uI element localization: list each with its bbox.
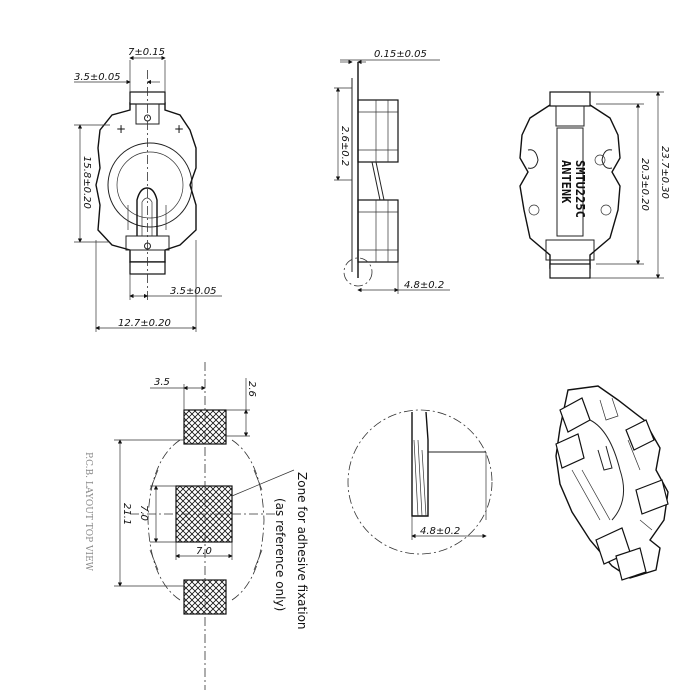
- dim-top-offset: 3.5±0.05: [74, 72, 121, 83]
- isometric-view: [555, 385, 669, 581]
- dim-contact-height: 2.6±0.2: [339, 126, 350, 166]
- plus-mark: +: [116, 122, 126, 136]
- dim-height: 15.8±0.20: [81, 156, 92, 209]
- dim-bottom-offset: 3.5±0.05: [170, 286, 217, 297]
- dim-pad-width: 3.5: [154, 377, 170, 388]
- brand-label: ANTENK: [559, 160, 573, 204]
- detail-circle: [347, 409, 493, 555]
- detail-contact: [411, 411, 429, 517]
- dim-top-width: 7±0.15: [128, 47, 165, 58]
- dim-side-depth: 4.8±0.2: [404, 280, 444, 291]
- dim-detail-depth: 4.8±0.2: [420, 526, 460, 537]
- right-top-tab: [549, 91, 591, 107]
- top-left-view: + + 7±0.15 3.5±0.05 15.8±0.20 3.5±0.05: [74, 47, 222, 332]
- top-right-view: ANTENK SMTU225C 20.3±0.20 23.7±0.30: [519, 91, 670, 279]
- adhesive-note-line2: (as reference only): [273, 498, 287, 611]
- dim-zone-height: 7.0: [138, 505, 149, 521]
- dim-inner-length: 20.3±0.20: [639, 158, 650, 211]
- dim-thickness: 0.15±0.05: [374, 49, 427, 60]
- side-lower-block: [357, 199, 399, 263]
- side-view: 0.15±0.05 2.6±0.2 4.8±0.2: [334, 49, 450, 294]
- dim-overall-length: 23.7±0.30: [659, 146, 670, 199]
- part-number-label: SMTU225C: [573, 160, 587, 218]
- side-upper-block: [357, 99, 399, 163]
- footprint-view: 3.5 2.6 7.0 7.0 21.1 P.C.B. LAYOUT TOP V…: [83, 362, 309, 690]
- detail-view: 4.8±0.2: [347, 409, 493, 555]
- plus-mark: +: [174, 122, 184, 136]
- right-bottom-tab: [549, 263, 591, 279]
- iso-body: [555, 385, 669, 579]
- dim-zone-width: 7.0: [196, 546, 212, 557]
- battery-outline: [107, 142, 193, 228]
- dim-pad-height: 2.6: [246, 381, 257, 397]
- spring-contact: [136, 187, 158, 236]
- adhesive-note-line1: Zone for adhesive fixation: [295, 472, 309, 630]
- dim-pad-span: 21.1: [121, 503, 132, 525]
- pcb-layout-label: P.C.B. LAYOUT TOP VIEW: [83, 452, 93, 572]
- dim-overall-width: 12.7±0.20: [118, 318, 171, 329]
